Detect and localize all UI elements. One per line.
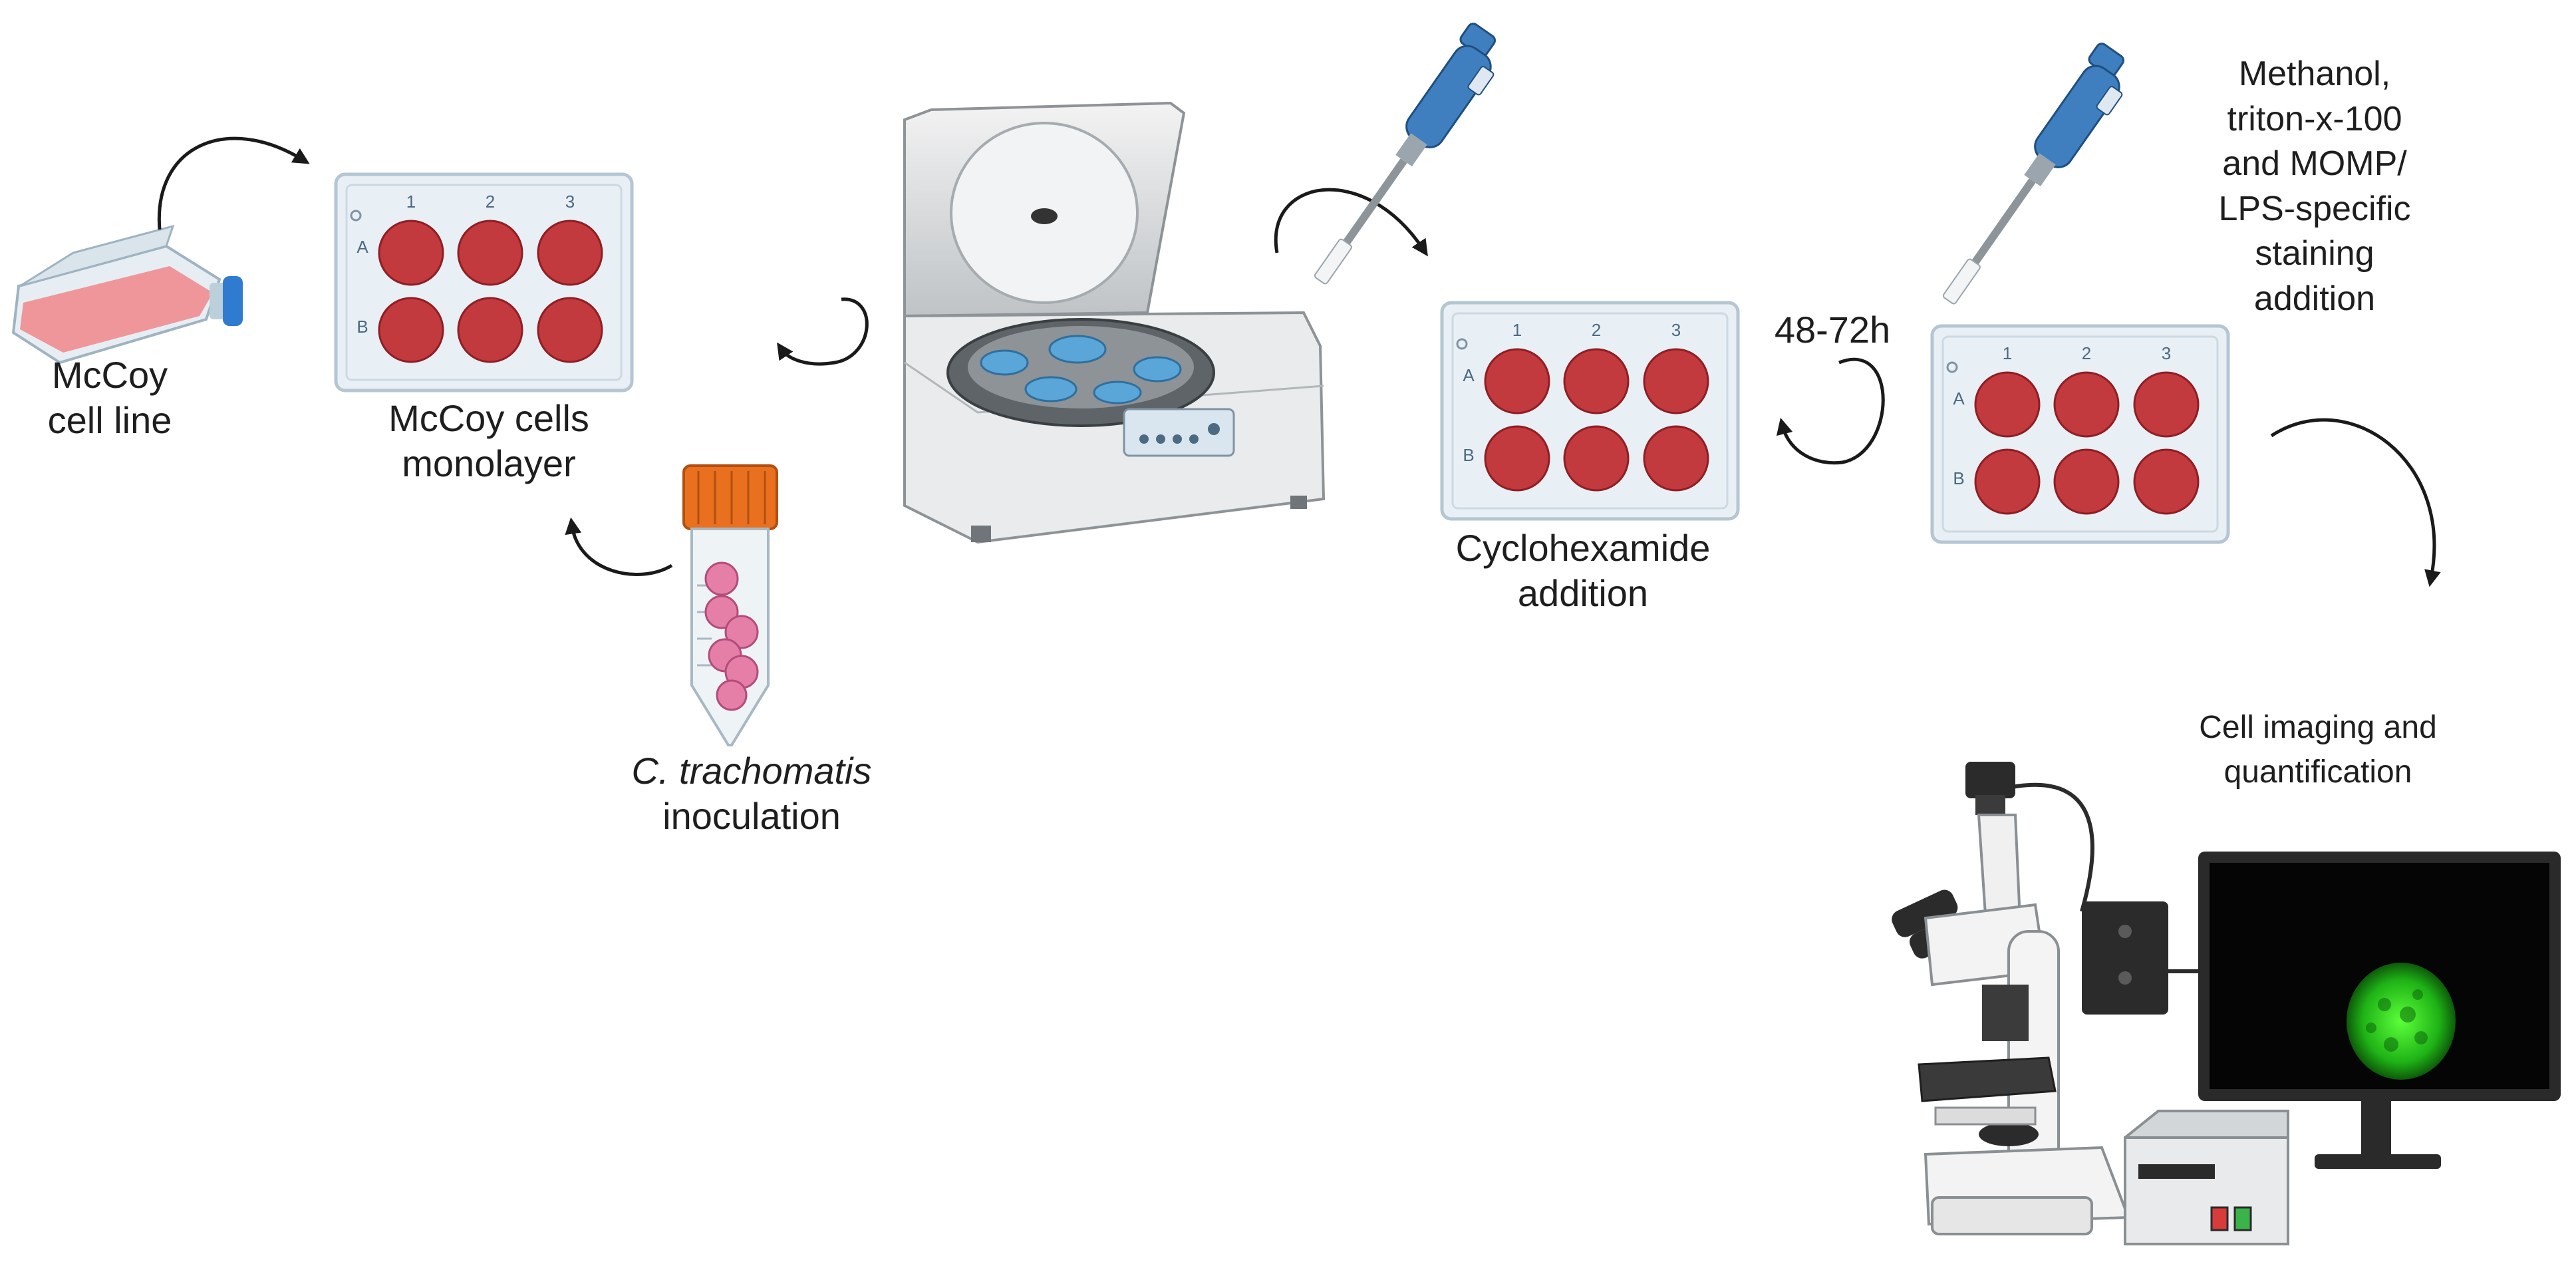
label-cyclohexamide: Cyclohexamide addition bbox=[1430, 526, 1736, 617]
well-plate-icon: 1 2 3 A B bbox=[334, 172, 634, 393]
well-plate-icon: 1 2 3 A B bbox=[1440, 301, 1740, 521]
label-mccoy-cell-line: McCoy cell line bbox=[27, 353, 193, 444]
plate3-col-3: 3 bbox=[2162, 343, 2171, 363]
label-imaging: Cell imaging and quantification bbox=[2162, 705, 2474, 794]
arrow-incubation-cycle bbox=[1776, 357, 1885, 465]
label-staining-line5: staining bbox=[2255, 234, 2374, 273]
label-cyclohexamide-line1: Cyclohexamide bbox=[1455, 527, 1711, 569]
label-monolayer: McCoy cells monolayer bbox=[359, 396, 619, 487]
label-incubation-time: 48-72h bbox=[1774, 309, 1891, 351]
light-source-box-icon bbox=[2124, 1110, 2289, 1245]
label-inoculation-line2: inoculation bbox=[662, 795, 841, 838]
monitor-icon bbox=[2198, 852, 2561, 1169]
plate3-row-a: A bbox=[1953, 389, 1965, 408]
plate1-col-3: 3 bbox=[565, 192, 575, 212]
label-imaging-line2: quantification bbox=[2223, 754, 2412, 790]
label-mccoy-cell-line-line2: cell line bbox=[47, 399, 172, 442]
arrow-centrifuge-to-plate bbox=[1274, 188, 1428, 257]
label-inoculation: C. trachomatis inoculation bbox=[619, 748, 885, 840]
plate2-col-2: 2 bbox=[1592, 320, 1601, 340]
plate1-row-b: B bbox=[357, 317, 368, 337]
plate2-col-3: 3 bbox=[1671, 320, 1681, 340]
pipette-icon bbox=[1942, 43, 2124, 305]
label-cyclohexamide-line2: addition bbox=[1517, 572, 1649, 615]
plate2-col-1: 1 bbox=[1512, 320, 1522, 340]
plate3-col-1: 1 bbox=[2003, 343, 2012, 363]
label-monolayer-line1: McCoy cells bbox=[388, 397, 589, 439]
label-staining-line4: LPS-specific bbox=[2218, 189, 2411, 228]
flask-icon bbox=[11, 224, 243, 365]
arrow-tube-to-monolayer bbox=[565, 517, 673, 576]
arrow-plate-to-imaging bbox=[2270, 418, 2441, 587]
plate1-col-1: 1 bbox=[406, 192, 416, 212]
falcon-tube-icon bbox=[682, 464, 778, 746]
plate3-col-2: 2 bbox=[2082, 343, 2091, 363]
plate2-row-b: B bbox=[1463, 445, 1474, 465]
fluorescent-inclusion bbox=[2347, 963, 2456, 1080]
label-imaging-line1: Cell imaging and bbox=[2199, 710, 2437, 745]
arrow-cycle-centrifuge bbox=[777, 297, 869, 366]
plate1-col-2: 2 bbox=[486, 192, 495, 212]
label-inoculation-organism: C. trachomatis bbox=[631, 750, 872, 792]
label-staining-line3: and MOMP/ bbox=[2222, 144, 2407, 184]
arrow-flask-to-plate bbox=[157, 136, 310, 230]
label-staining-line1: Methanol, bbox=[2238, 55, 2391, 93]
label-staining-line2: triton-x-100 bbox=[2227, 99, 2402, 138]
label-staining: Methanol, triton-x-100 and MOMP/ LPS-spe… bbox=[2175, 52, 2454, 322]
pipette-icon bbox=[1314, 23, 1496, 285]
label-staining-line6: addition bbox=[2253, 279, 2376, 318]
label-mccoy-cell-line-line1: McCoy bbox=[51, 354, 168, 396]
label-monolayer-line2: monolayer bbox=[402, 442, 576, 485]
plate3-row-b: B bbox=[1953, 468, 1964, 488]
well-plate-icon: 1 2 3 A B bbox=[1930, 324, 2230, 544]
plate1-row-a: A bbox=[357, 237, 368, 257]
plate2-row-a: A bbox=[1463, 365, 1475, 385]
centrifuge-icon bbox=[903, 101, 1326, 544]
